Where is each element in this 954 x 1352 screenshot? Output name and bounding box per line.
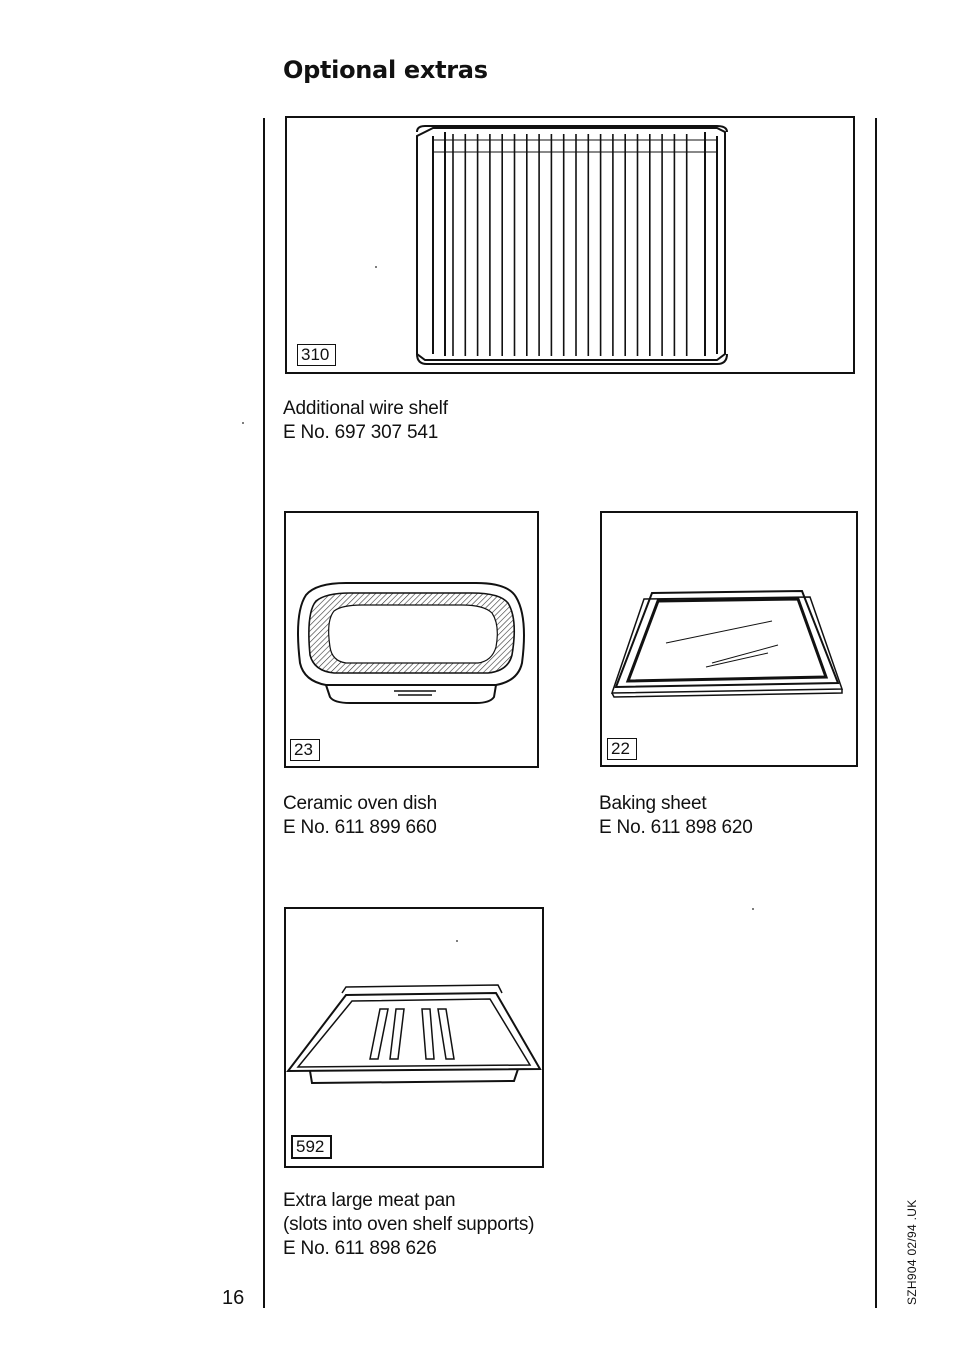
document-code: SZH904 02/94 .UK bbox=[905, 1199, 919, 1305]
item-name: Ceramic oven dish bbox=[283, 793, 437, 814]
item-caption-baking-sheet: Baking sheet E No. 611 898 620 bbox=[599, 792, 753, 840]
baking-sheet-figure: 22 bbox=[600, 511, 858, 767]
scan-speck bbox=[752, 908, 754, 910]
item-name: Additional wire shelf bbox=[283, 398, 448, 419]
item-caption-ceramic-dish: Ceramic oven dish E No. 611 899 660 bbox=[283, 792, 437, 840]
baking-sheet-illustration bbox=[610, 589, 844, 698]
ceramic-dish-figure: 23 bbox=[284, 511, 539, 768]
item-caption-wire-shelf: Additional wire shelf E No. 697 307 541 bbox=[283, 397, 448, 445]
right-margin-rule bbox=[875, 118, 877, 1308]
figure-number: 592 bbox=[291, 1135, 333, 1159]
item-part-number: E No. 611 898 626 bbox=[283, 1238, 437, 1259]
item-part-number: E No. 611 899 660 bbox=[283, 817, 437, 838]
page-number: 16 bbox=[222, 1287, 245, 1309]
figure-number: 23 bbox=[290, 739, 320, 761]
scan-speck bbox=[456, 940, 458, 942]
scan-speck bbox=[242, 422, 244, 424]
left-margin-rule bbox=[263, 118, 265, 1308]
item-note: (slots into oven shelf supports) bbox=[283, 1214, 535, 1235]
page-title: Optional extras bbox=[283, 56, 488, 84]
item-part-number: E No. 611 898 620 bbox=[599, 817, 753, 838]
item-part-number: E No. 697 307 541 bbox=[283, 422, 439, 443]
ceramic-dish-illustration bbox=[297, 582, 525, 704]
figure-number: 310 bbox=[297, 344, 337, 366]
scan-speck bbox=[375, 266, 377, 268]
item-caption-meat-pan: Extra large meat pan (slots into oven sh… bbox=[283, 1189, 534, 1261]
wire-shelf-figure: 310 bbox=[285, 116, 855, 374]
meat-pan-illustration bbox=[286, 984, 542, 1085]
wire-shelf-illustration bbox=[416, 125, 728, 365]
meat-pan-figure: 592 bbox=[284, 907, 544, 1168]
item-name: Baking sheet bbox=[599, 793, 707, 814]
item-name: Extra large meat pan bbox=[283, 1190, 456, 1211]
figure-number: 22 bbox=[607, 738, 637, 760]
